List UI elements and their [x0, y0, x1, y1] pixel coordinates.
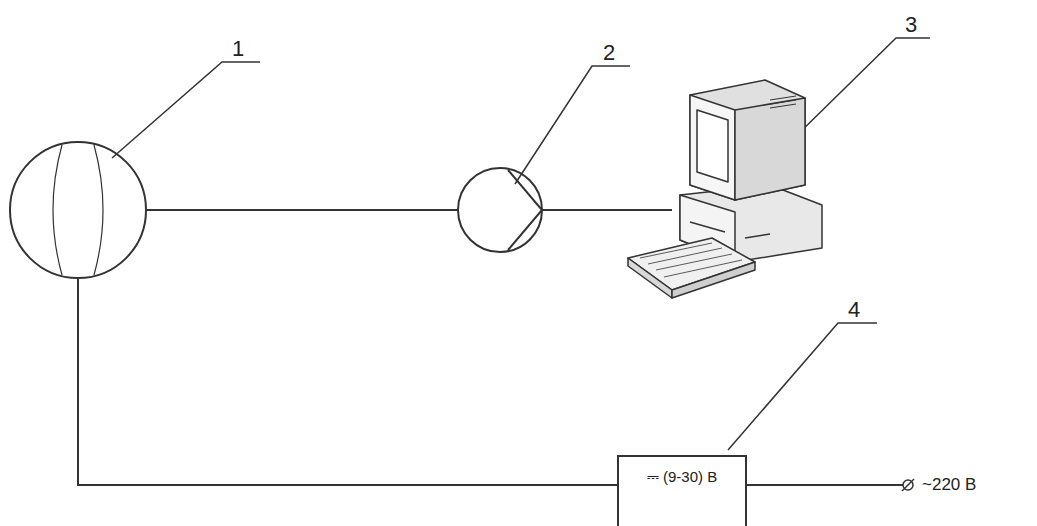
terminal [903, 480, 913, 490]
callout-number: 1 [232, 38, 244, 60]
mains-wire [747, 484, 903, 486]
power-supply-box: ⎓ (9-30) В [617, 455, 747, 526]
leader-line [112, 62, 260, 158]
signal-wire [146, 209, 458, 211]
sensor-circle [10, 142, 146, 278]
sensor-arc [94, 145, 103, 275]
converter-arrow [508, 170, 542, 250]
callout-number: 3 [905, 14, 917, 36]
box-text: ⎓ (9-30) В [647, 469, 717, 484]
leader-line [790, 38, 930, 142]
callout-number: 2 [603, 42, 615, 64]
callout-number: 4 [848, 299, 860, 321]
supply-voltage-label: ~220 В [922, 476, 976, 493]
computer-icon [628, 80, 822, 298]
signal-wire [542, 209, 672, 211]
leader-line [515, 66, 630, 184]
sensor-arc [53, 145, 62, 275]
power-wire [78, 278, 617, 485]
converter-circle [458, 168, 542, 252]
terminal-slash [902, 479, 914, 491]
leader-line [728, 323, 877, 450]
